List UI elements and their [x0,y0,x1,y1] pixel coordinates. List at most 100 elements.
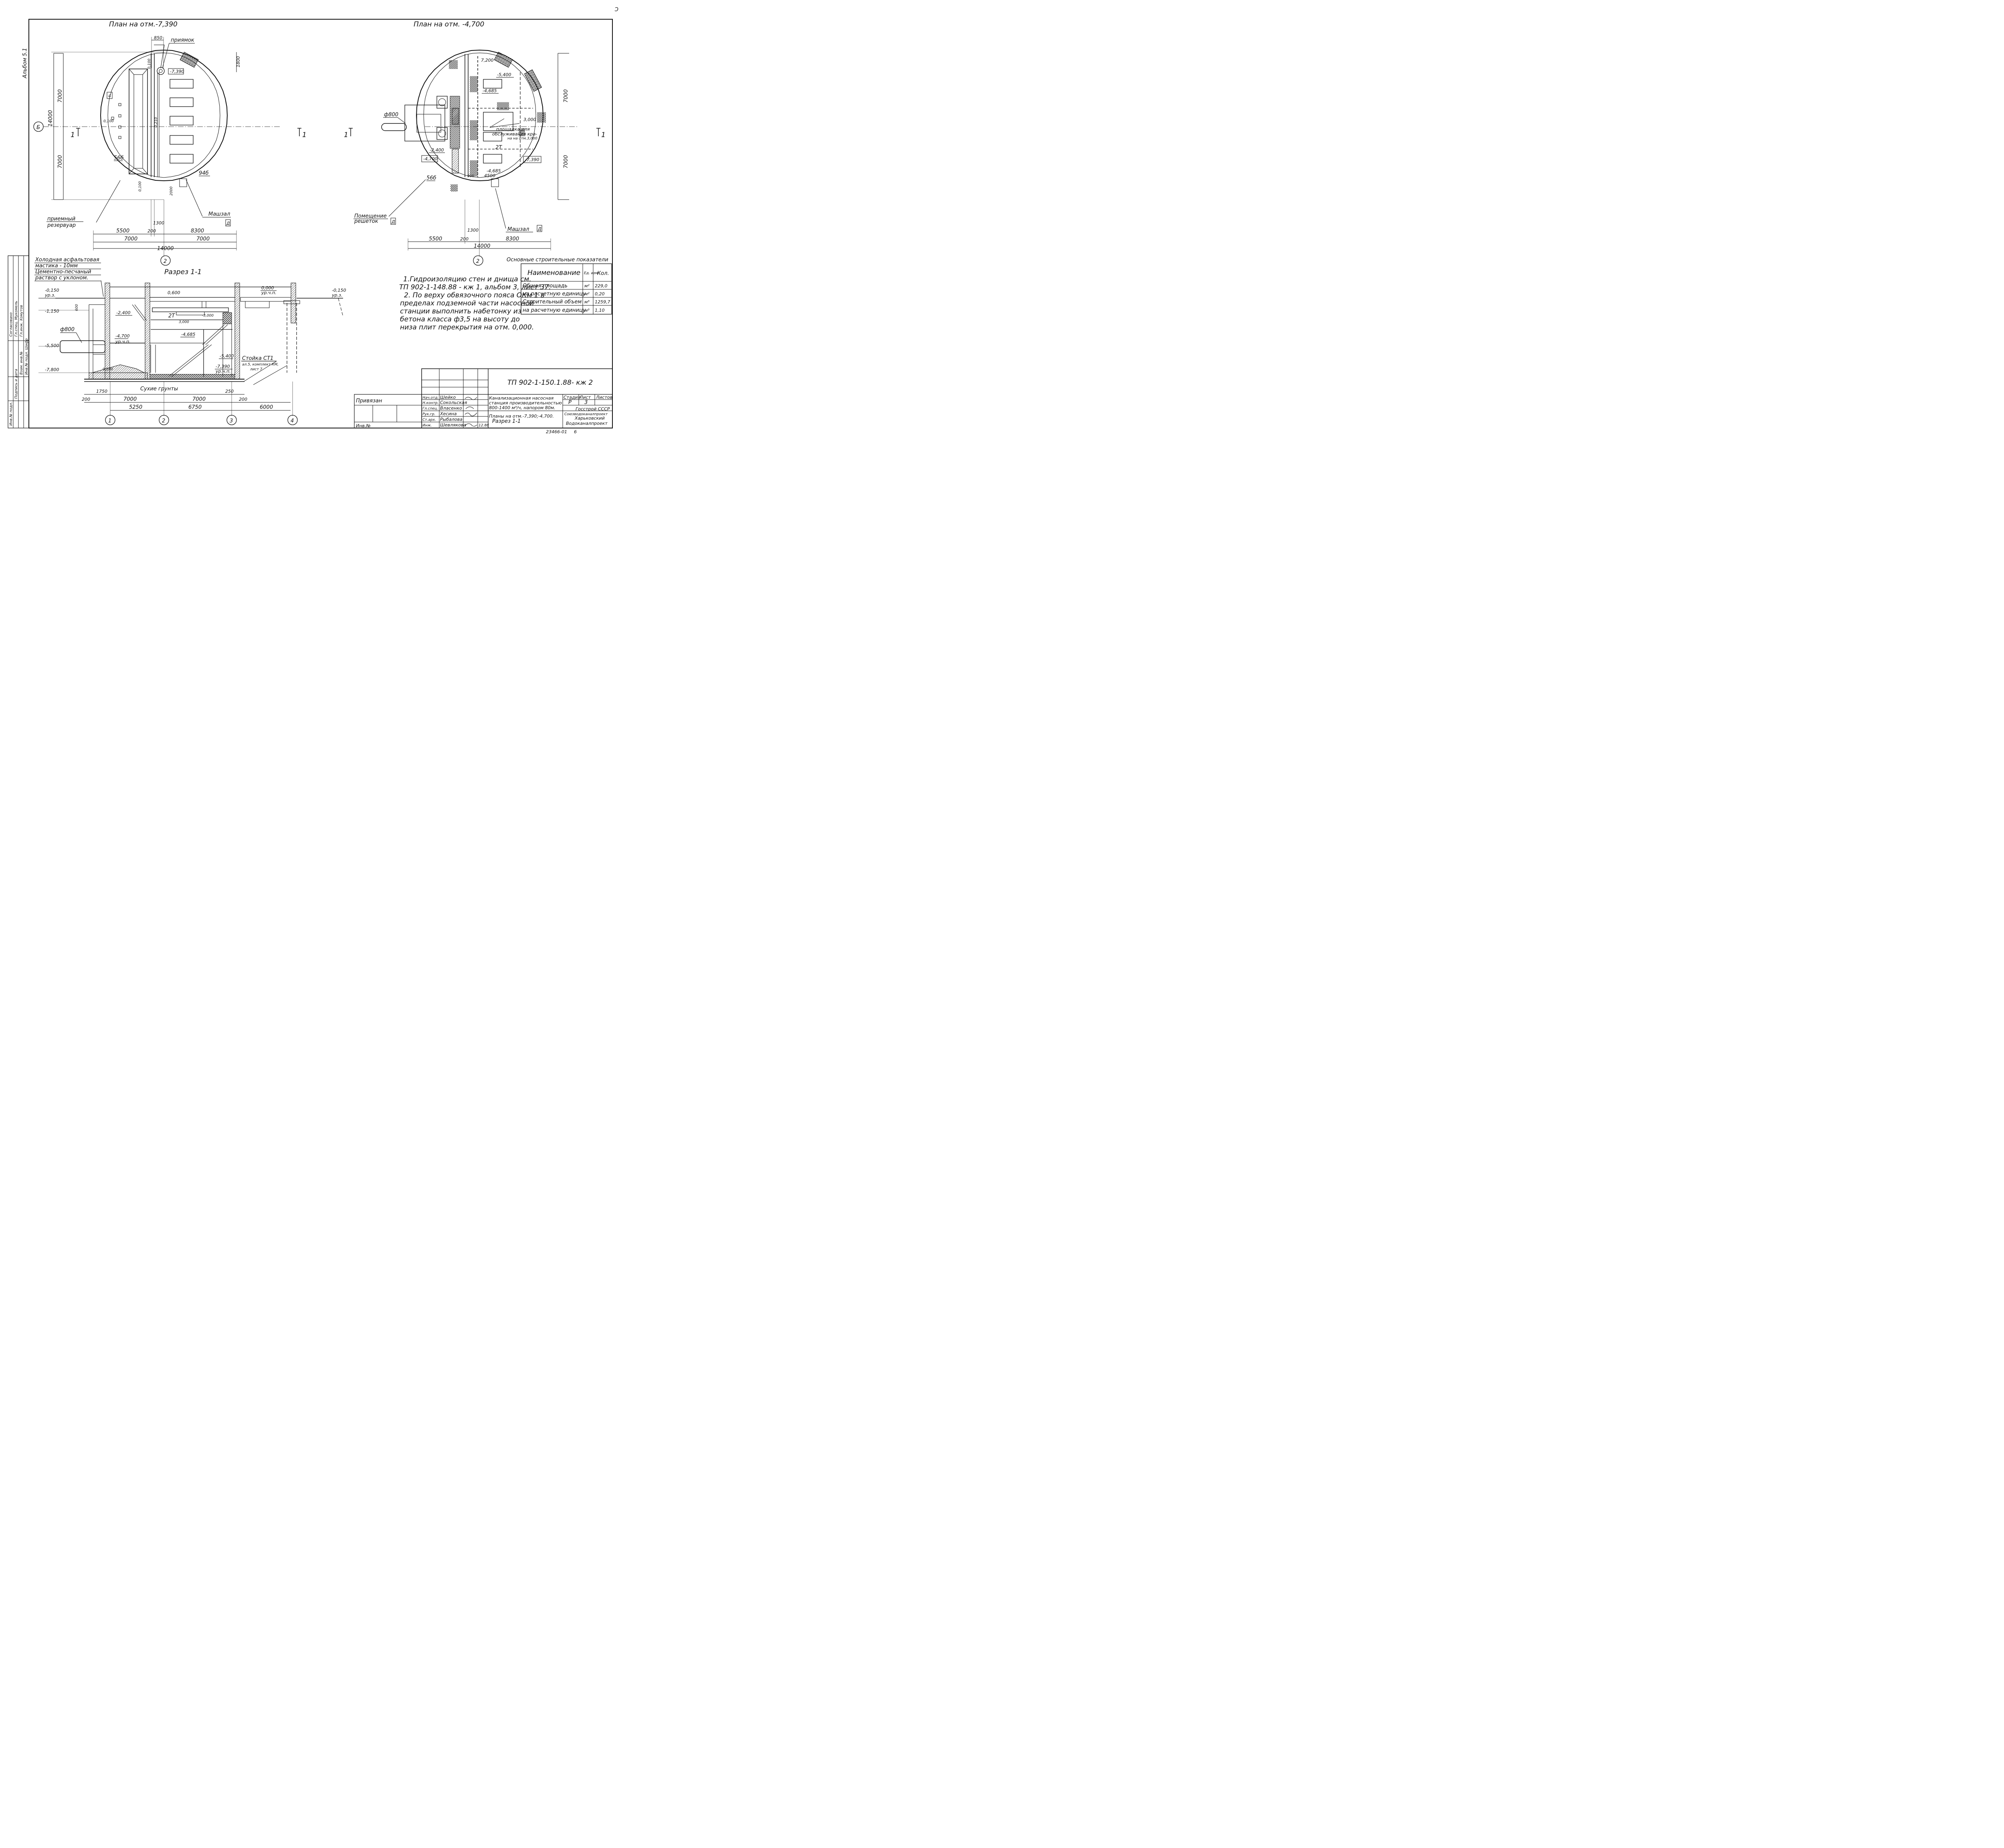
desc-1: Канализационная насосная [489,396,554,401]
dim-1800: 1800 [236,56,241,67]
role-3: Рук.гр. [422,412,435,416]
platform-2: обслуживания кра- [492,131,537,137]
album-label: Альбом 5.1 [22,48,28,79]
machine-hall-right: Машзал [507,226,529,232]
note-2a: 2. По верху обвязочного пояса ОКм 1 в [404,291,545,299]
sect-right-r: 1 [601,131,606,139]
platform-1: площадка для [496,127,530,132]
section-note-4: раствор с уклоном. [35,275,88,281]
dim-200b: 200 [239,397,247,402]
section-note-1: Холодная асфальтовая [35,257,99,263]
ind-r3-unit: м³ [584,308,590,313]
d-4500: 4500 [484,173,495,178]
pump-footing-1 [170,79,194,89]
plan-left-outline [100,49,228,182]
axis-1: 1 [108,418,111,424]
dim-8300-left: 8300 [191,228,204,234]
bound-label: Привязан [356,398,382,404]
receiver-label: приемный [47,216,75,222]
sect-right-l: 1 [344,131,348,139]
dim-8300-right: 8300 [506,236,519,242]
org-3: Харьковский [574,416,605,421]
lv-0000: 0,000 [261,285,274,291]
note-2b: пределах подземной части насосной [400,299,534,307]
d-0210: 0,210 [154,117,158,127]
role-2: Гл.спец. [422,407,438,411]
dim-7000-bot: 7000 [57,155,63,168]
ind-r0-unit: м² [584,283,590,289]
lv-7390-sub: ур.ч.п. [215,369,231,374]
dim-7000b-left: 7000 [196,236,210,242]
corner-mark: Ɔ [614,7,618,13]
axis-4-bubble [287,415,298,425]
section-1-1: Разрез 1-1 Холодная асфальтовая мастика … [34,257,346,425]
section-stairs [132,304,232,377]
d-0100b: 0,100 [103,119,114,123]
platform-3: на на отм.3,000 [507,137,537,141]
axis-2-left: 2 [164,259,167,265]
dim-7000b-sec: 7000 [192,396,206,402]
lv-4685-sec: -4,685 [181,332,195,337]
axis-3: 3 [230,418,233,424]
pit-label: приямок [171,37,194,43]
lv-3000: 3,000 [523,117,536,122]
pit-level: -7,390 [170,69,184,74]
dim-14000-v: 14000 [48,110,54,127]
d-600: 600 [75,304,79,311]
indicators-title: Основные строительные показатели [507,257,608,263]
d-2000: 2000 [170,186,174,196]
lv-4700-sub: ур.ч.п. [115,339,131,344]
lv-0150r: -0,150 [332,288,346,293]
sheets-h: Листов [596,395,612,400]
lv-5500: -5,500 [45,343,59,348]
general-notes: 1.Гидроизоляцию стен и днища см. ТП 902-… [399,275,551,331]
dim-6000: 6000 [260,404,273,410]
axis-2-right-bubble [473,255,483,266]
name-0: Шейко [440,395,456,400]
stair-hatch [180,52,199,68]
pump-footing-3 [170,116,194,125]
axis-4: 4 [291,418,294,424]
d-0100c: 0,100 [138,181,142,192]
lv-5400-sec: -5,400 [220,353,234,359]
dim-200-left: 200 [147,228,156,234]
pit-circle [157,67,165,75]
org-4: Водоканалпроект [566,421,608,426]
dim-5500-right: 5500 [429,236,442,242]
desc-3: 800-1400 м³/ч, напором 80м. [489,405,556,410]
dim-7000-top-right: 7000 [563,89,569,103]
plan-right: План на отм. -4,700 ф800 [344,20,606,266]
inlet-pipe [381,123,407,131]
pump-footing-5 [170,154,194,164]
name-3: Хесина [440,411,457,416]
lv-0600: 0,600 [168,290,180,295]
section-pipe-label: ф800 [60,327,75,333]
note-2c: станции выполнить набетонку из [400,307,521,315]
lv-2400-sec: -2,400 [116,310,130,315]
lv-2400: -2,400 [430,147,444,153]
plan-left-title: План на отм.-7,390 [109,20,178,28]
lv-3000a: 3,000 [179,320,189,324]
screen-2 [436,127,448,140]
name-4: Рыбалова [440,417,463,422]
title-block: ТП 902-1-150.1.88- кж 2 Стадия Лист Лист… [354,368,613,434]
lv-4685b: -4,685 [487,168,501,174]
sect-left-l: 1 [71,131,75,139]
sheet-frame [28,19,613,428]
note-2d: бетона класса ф3,5 на высоту до [400,315,520,323]
axis-2-sec: 2 [162,418,165,424]
ind-r2-unit: м³ [584,299,590,305]
dim-14000-left: 14000 [157,246,174,252]
machine-box-right: Д [537,226,541,232]
name-2: Власенко [440,406,462,411]
ind-r0-qty: 229,0 [595,283,608,289]
dim-7000-bot-right: 7000 [563,155,569,168]
ind-r2-name: Строительный объем [523,299,582,305]
role-5: Инж. [422,424,432,428]
lv-0150l: -0,150 [45,288,59,293]
strip-replace: Взам. инв.№ [20,351,24,375]
receiver-label-2: резервуар [47,222,76,228]
section-note-3: Цементно-песчаный [35,269,91,275]
box-4-label: 4 [108,93,111,99]
grate-room-2: решеток [354,218,378,224]
